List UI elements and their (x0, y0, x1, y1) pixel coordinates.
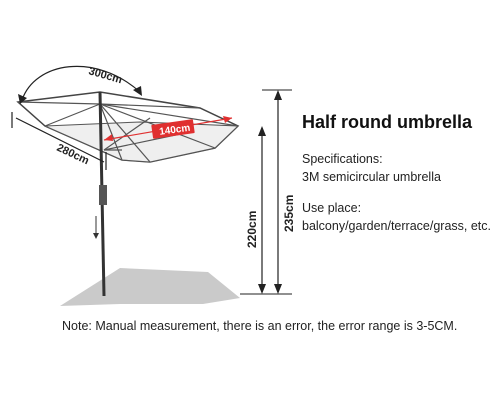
use-place-value: balcony/garden/terrace/grass, etc. (302, 219, 491, 233)
pole-height-label: 220cm (245, 211, 259, 248)
total-height-arrow-top (274, 90, 282, 100)
product-title: Half round umbrella (302, 112, 473, 132)
depth-label-bg (151, 119, 195, 139)
total-height-arrow-bottom (274, 284, 282, 294)
pole-height-arrow-bottom (258, 284, 266, 294)
depth-arrow-right (223, 116, 232, 123)
pole-height-arrow-top (258, 126, 266, 136)
tilt-arrow-head (93, 233, 99, 239)
specifications-value: 3M semicircular umbrella (302, 170, 441, 184)
width-label: 280cm (55, 142, 91, 167)
measurement-note: Note: Manual measurement, there is an er… (62, 319, 458, 333)
crank-handle (99, 185, 107, 205)
ground-shadow (60, 268, 240, 306)
total-height-label: 235cm (282, 195, 296, 232)
arc-width-label: 300cm (87, 65, 123, 86)
width-dimension-line (15, 117, 105, 163)
depth-arrow-left (104, 134, 113, 141)
arc-width-dimension (21, 65, 141, 101)
specifications-heading: Specifications: (302, 152, 383, 166)
arc-arrow-right (133, 86, 142, 96)
arc-arrow-left (18, 94, 27, 104)
use-place-heading: Use place: (302, 201, 362, 215)
depth-label: 140cm (159, 123, 191, 138)
